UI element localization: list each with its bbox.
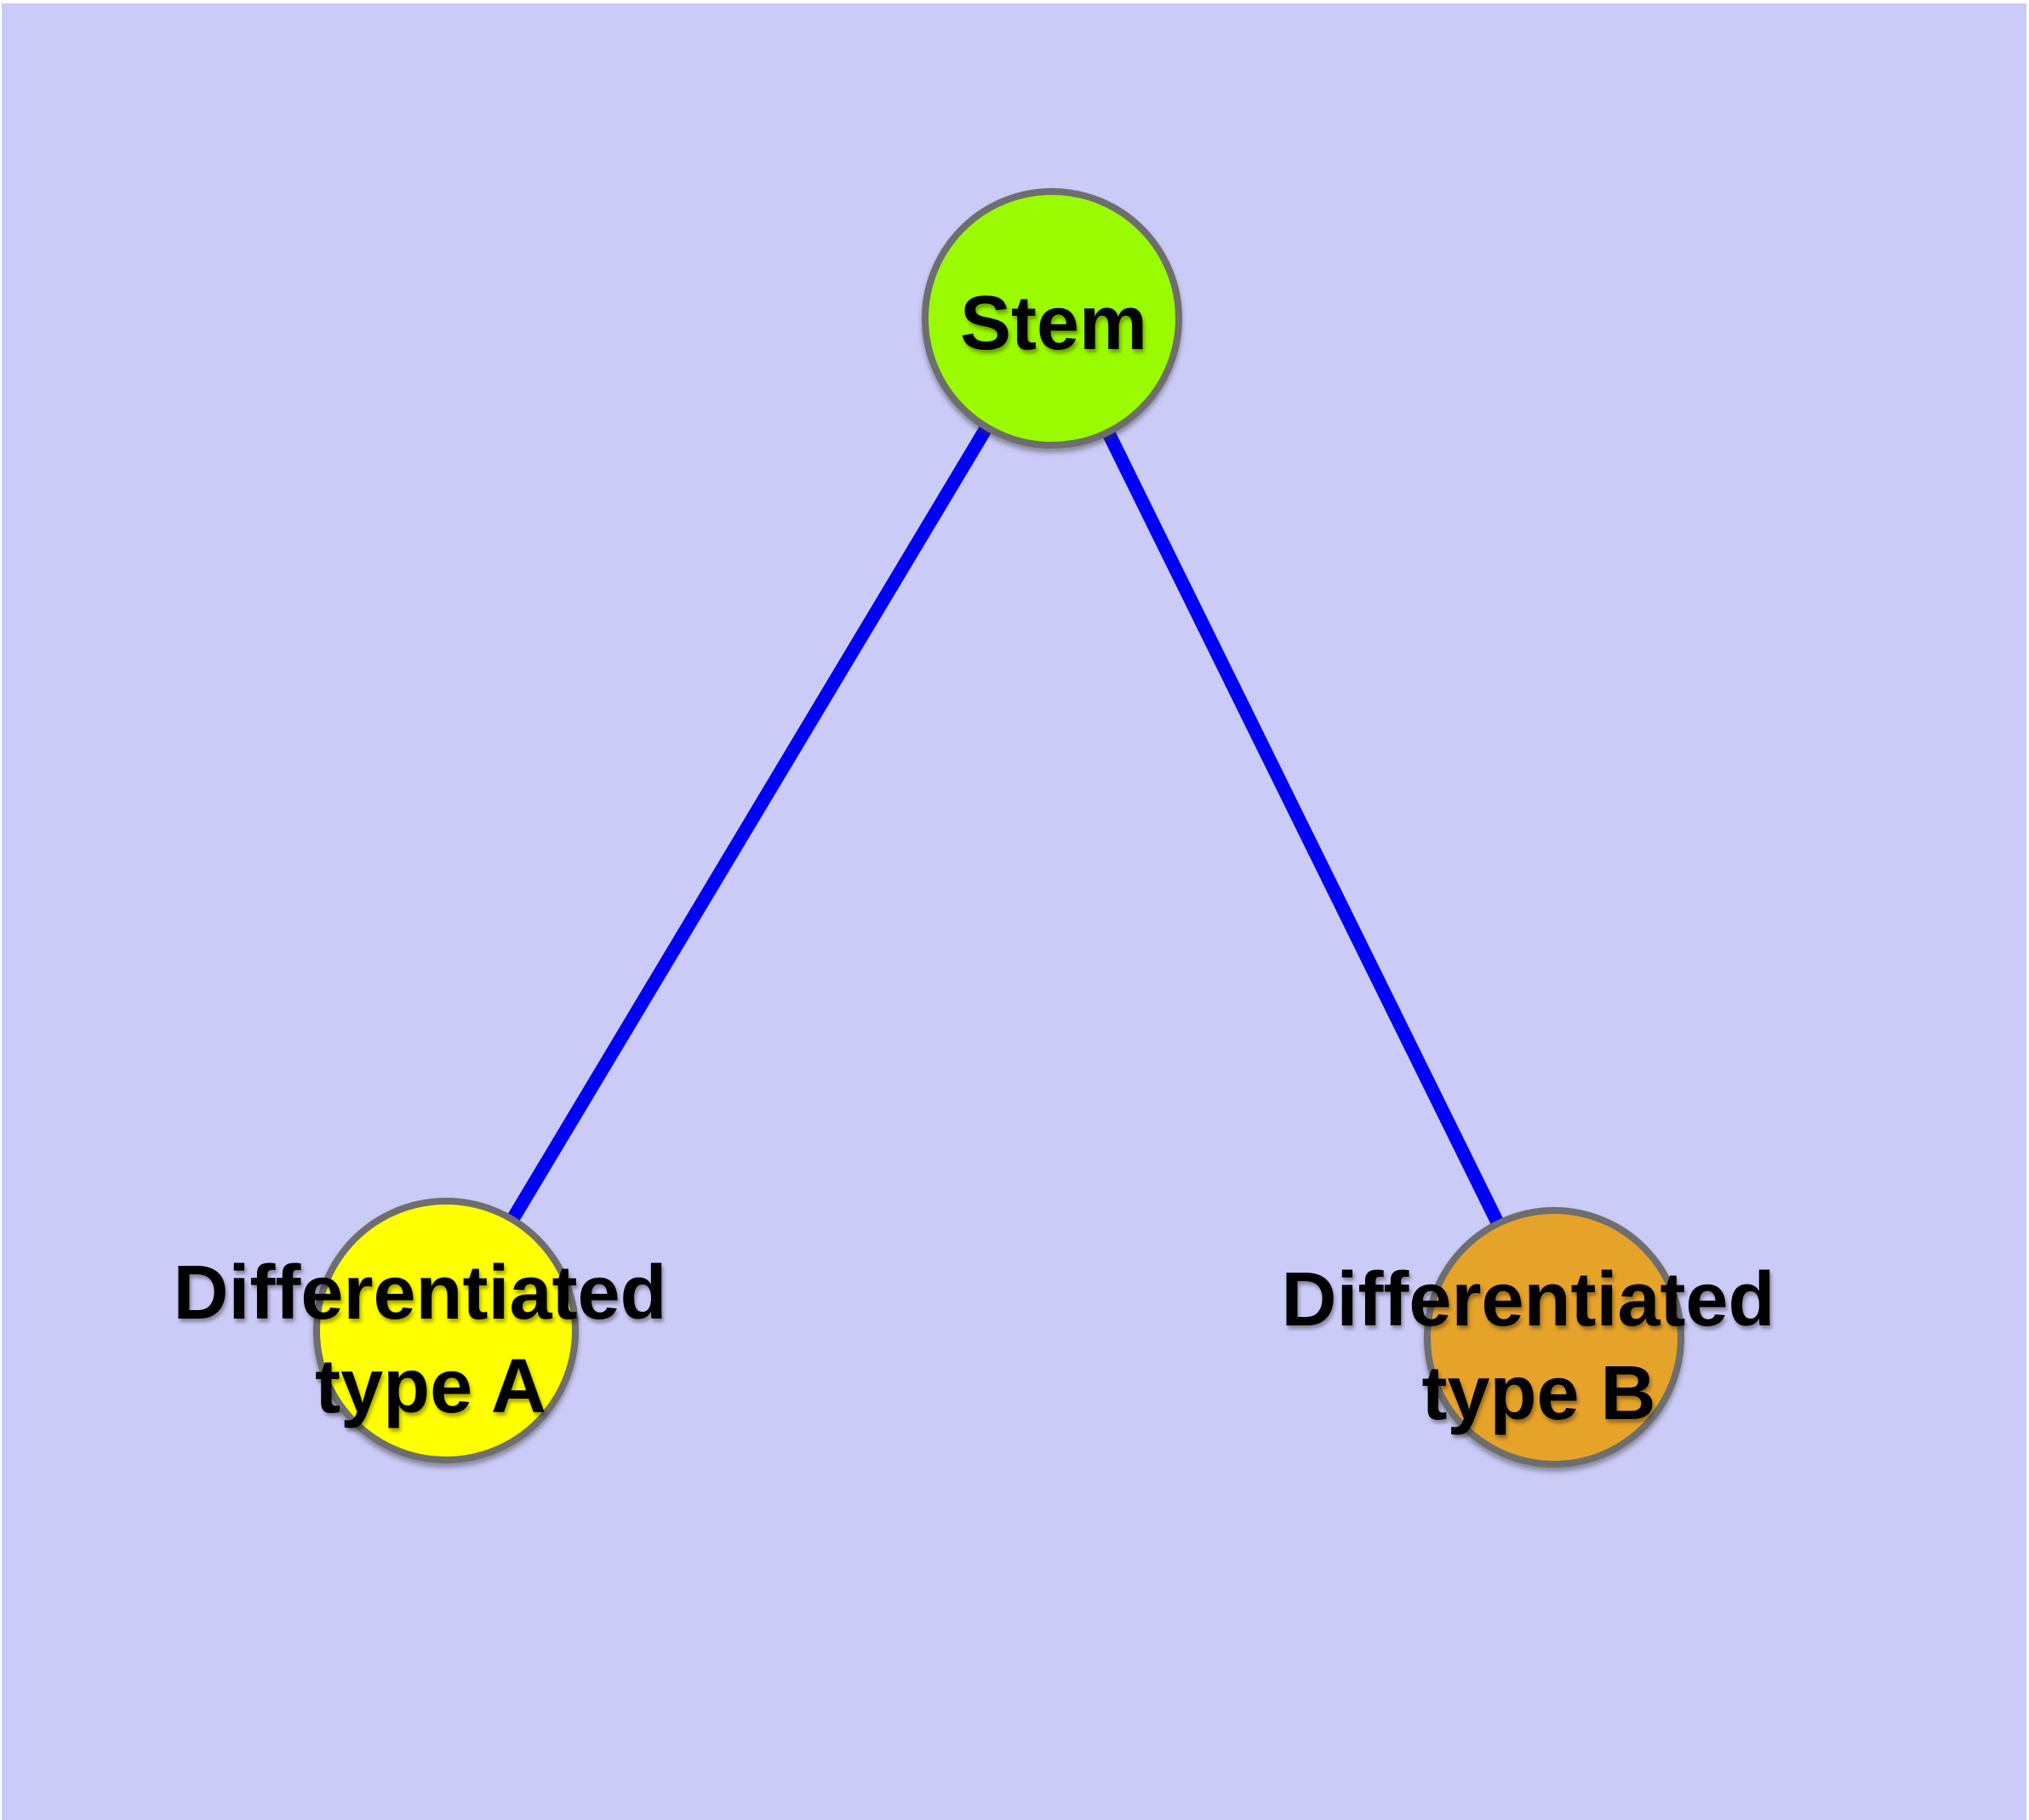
stem-node-label: Stem	[960, 281, 1147, 366]
edge-stem-to-type-b	[1045, 315, 1561, 1341]
label-line: type A	[315, 1344, 546, 1429]
label-line: type B	[1421, 1351, 1655, 1436]
differentiated-type-b-node-label: Differentiated type B	[1281, 1257, 1796, 1436]
edge-stem-to-type-a	[440, 314, 1058, 1335]
label-line: Differentiated	[173, 1251, 666, 1336]
label-line: Differentiated	[1281, 1257, 1775, 1342]
stem-node-circle	[922, 188, 1182, 449]
differentiated-type-a-node-label: Differentiated type A	[173, 1251, 688, 1429]
differentiated-type-b-node-circle	[1424, 1207, 1684, 1468]
differentiated-type-a-node-circle	[313, 1198, 579, 1463]
